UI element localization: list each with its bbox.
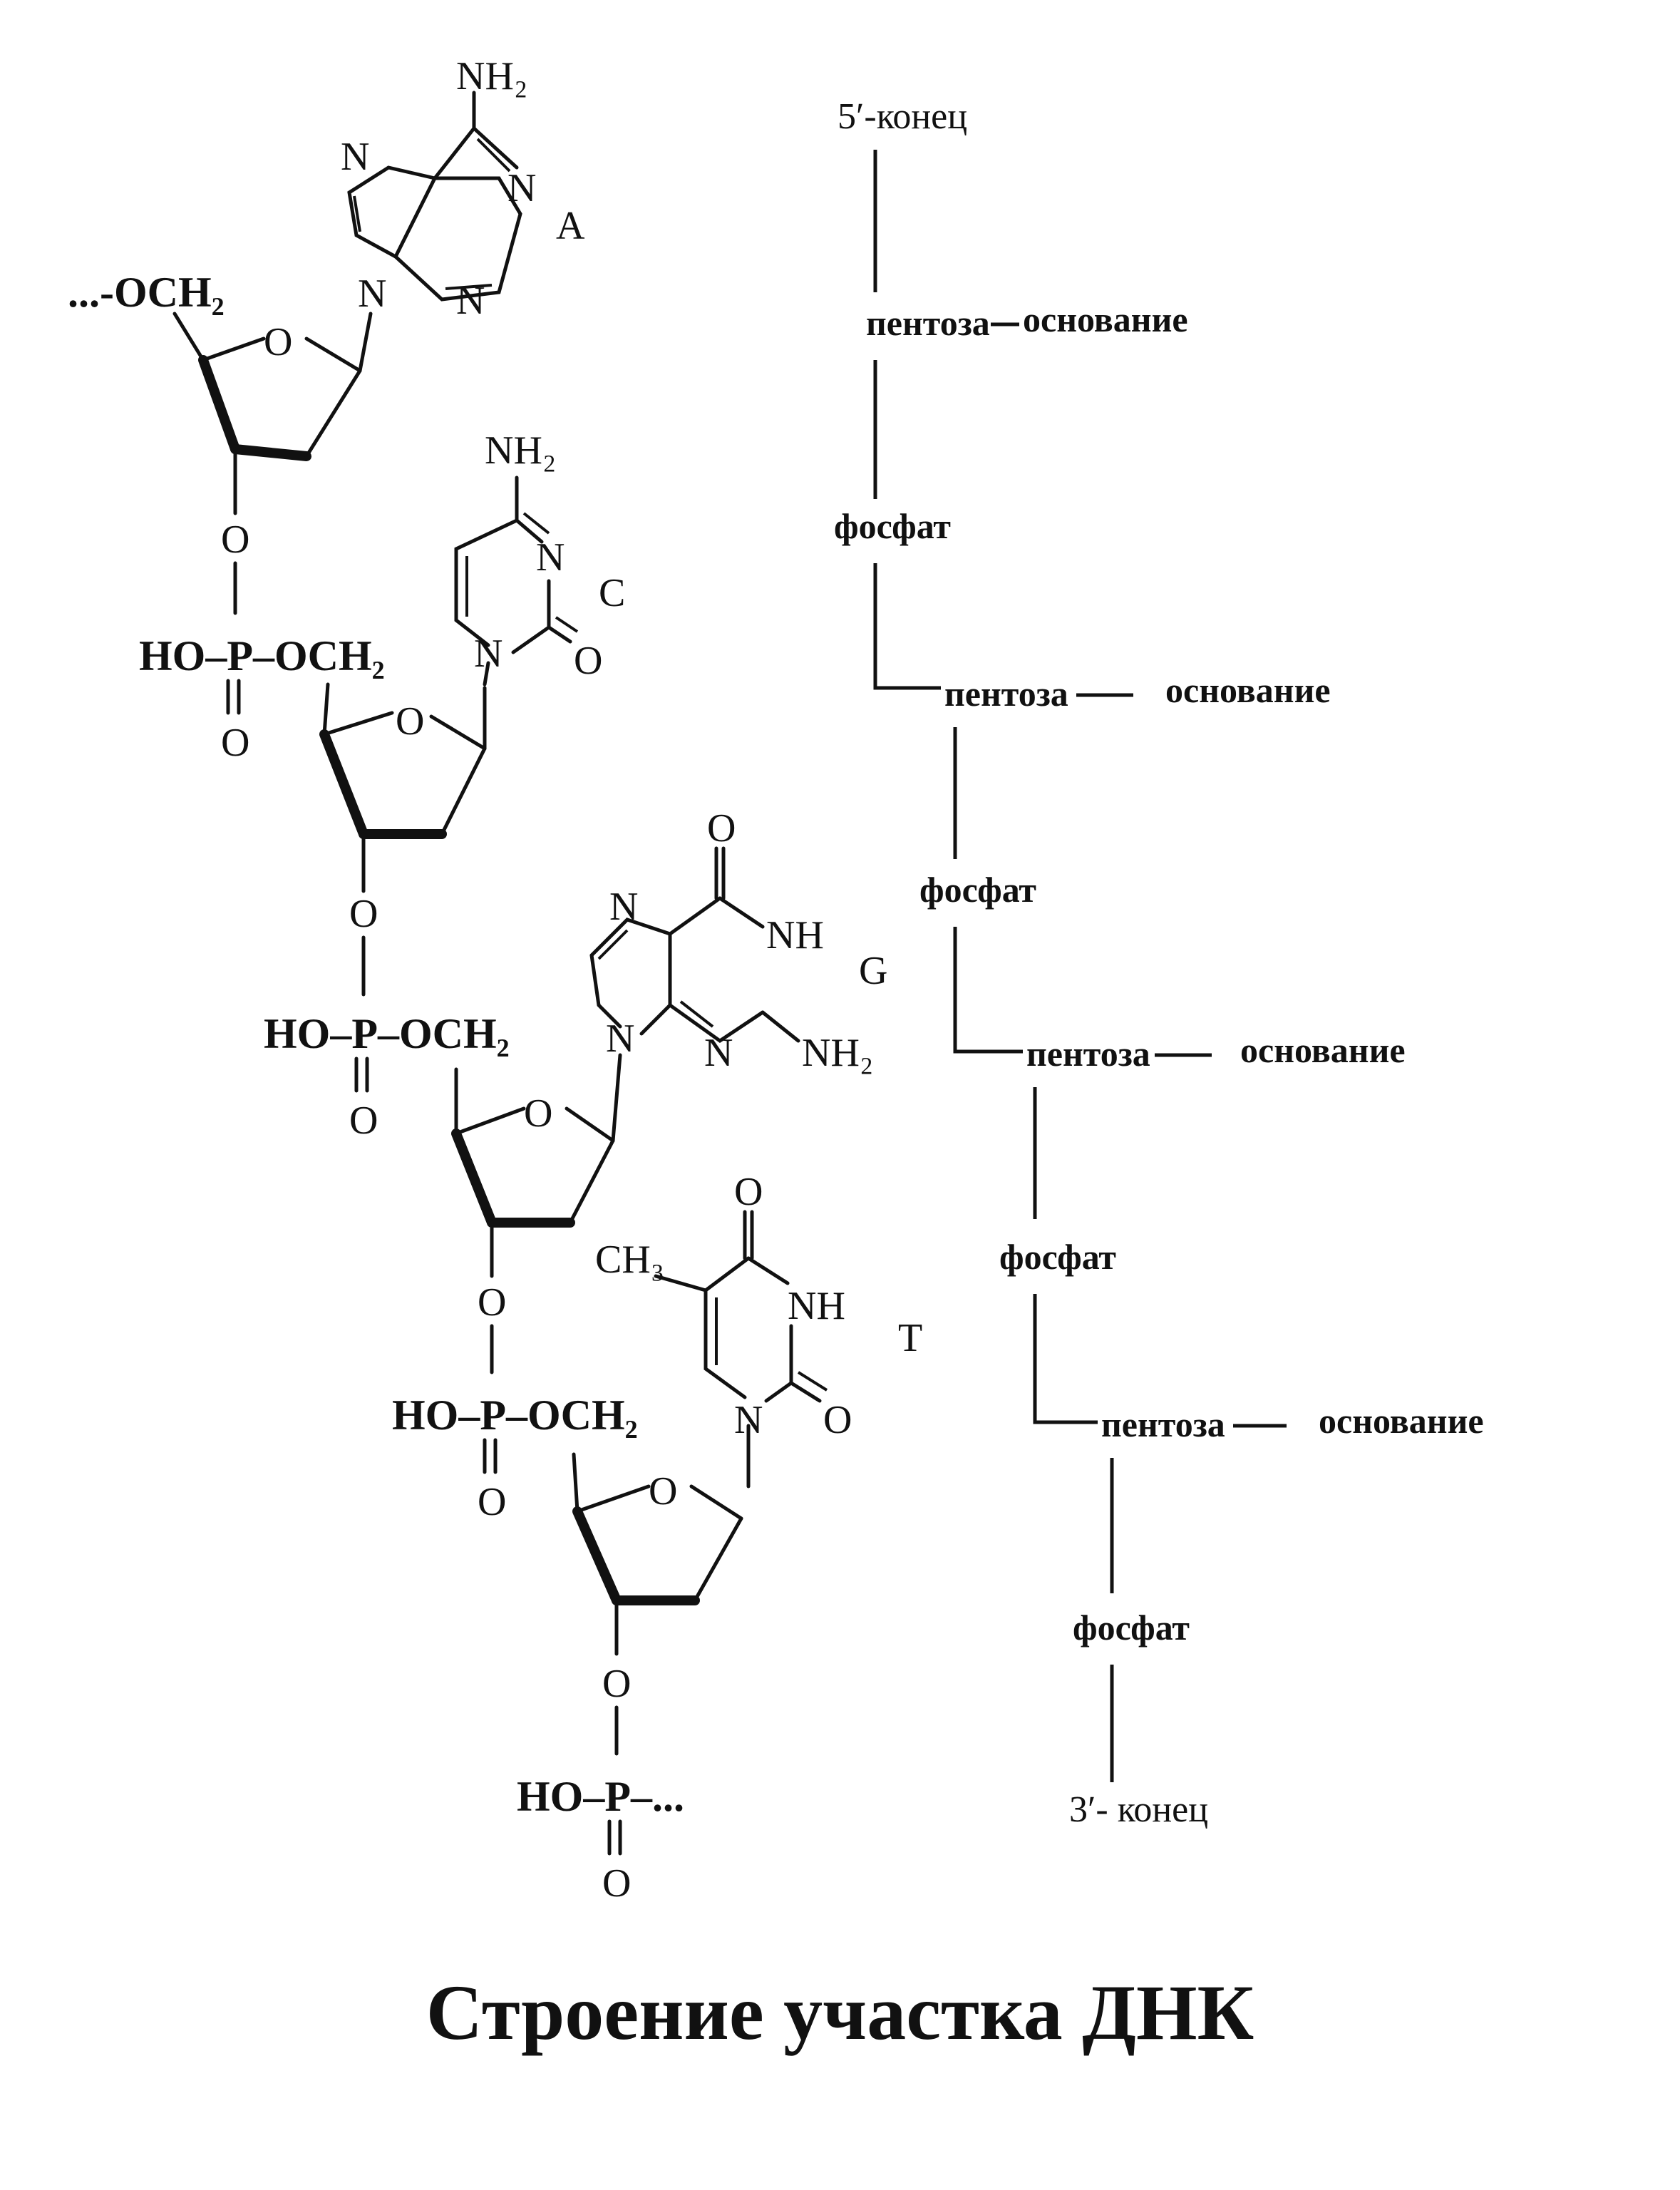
diagram-caption: Строение участка ДНК: [426, 1969, 1254, 2056]
cytosine-amine-label: NH₂: [485, 428, 556, 473]
thymine-letter: T: [898, 1316, 922, 1360]
cytosine-phosphate-double-o: O: [221, 721, 249, 765]
scheme-pentose-3: пентоза: [1026, 1034, 1150, 1074]
cytosine-letter: C: [599, 571, 625, 615]
thymine-carbonyl-top-label: O: [734, 1170, 763, 1214]
guanine-sugar-o-label: O: [524, 1091, 552, 1136]
guanine-letter: G: [859, 949, 887, 993]
scheme-phosphate-3: фосфат: [999, 1237, 1116, 1277]
cytosine-3-o-label: O: [349, 892, 378, 936]
scheme-3-end: 3′- конец: [1069, 1789, 1208, 1830]
guanine-3-o-label: O: [478, 1280, 506, 1325]
cytosine-phosphate-label: HO–P–OCH₂: [139, 632, 385, 679]
scheme-pentose-4: пентоза: [1101, 1404, 1225, 1444]
scheme-5-end: 5′-конец: [838, 96, 967, 137]
cytosine-n3-label: N: [536, 535, 565, 580]
tail-phosphate: HO–P–... O: [517, 1773, 684, 1906]
adenine-3-o-label: O: [221, 518, 249, 562]
cytosine-sugar-o-label: O: [396, 699, 424, 744]
scheme-base-4: основание: [1319, 1401, 1484, 1441]
chain-start-label: ...-OCH₂: [68, 269, 225, 316]
adenine-n1-label: N: [507, 166, 536, 210]
thymine-methyl-label: CH₃: [595, 1238, 664, 1282]
adenine-sugar-o-label: O: [264, 320, 292, 364]
thymine-nh-label: NH: [788, 1284, 845, 1328]
tail-phosphate-label: HO–P–...: [517, 1773, 684, 1820]
guanine-n3-label: N: [704, 1031, 733, 1075]
thymine-phosphate-double-o: O: [478, 1480, 506, 1524]
thymine-n1-label: N: [734, 1398, 763, 1442]
guanine-n7-label: N: [609, 885, 638, 929]
adenine-letter: A: [556, 204, 585, 248]
thymine-ring: [654, 1210, 828, 1489]
scheme-pentose-2: пентоза: [944, 674, 1068, 714]
thymine-carbonyl-right-label: O: [823, 1398, 852, 1442]
thymine-sugar-o-label: O: [649, 1469, 677, 1513]
adenine-amine-label: NH₂: [456, 54, 527, 98]
thymine-3-o-label: O: [602, 1662, 631, 1706]
nucleotide-guanine: O NH NH₂ N N N G HO–P–OCH₂ O O O: [264, 806, 887, 1374]
adenine-ring: [347, 91, 522, 302]
thymine-sugar-ring: [572, 1452, 743, 1656]
block-scheme: 5′-конец пентоза основание фосфат пентоз…: [834, 96, 1484, 1830]
cytosine-carbonyl-label: O: [574, 639, 602, 683]
cytosine-sugar-ring: [319, 682, 487, 893]
scheme-phosphate-2: фосфат: [919, 870, 1036, 910]
adenine-n9-label: N: [358, 272, 386, 316]
guanine-phosphate-double-o: O: [349, 1099, 378, 1143]
scheme-pentose-1: пентоза: [866, 303, 990, 343]
cytosine-ring: [454, 475, 579, 687]
nucleotide-adenine: NH₂ N N N N A O ...-OCH₂ O: [68, 54, 585, 615]
scheme-phosphate-1: фосфат: [834, 506, 951, 546]
adenine-n7-label: N: [341, 135, 369, 179]
guanine-sugar-ring: [451, 1053, 622, 1278]
scheme-base-1: основание: [1023, 299, 1188, 339]
adenine-n3-label: N: [456, 279, 485, 323]
scheme-base-3: основание: [1240, 1030, 1406, 1070]
guanine-nh-label: NH: [766, 913, 824, 957]
guanine-amine-label: NH₂: [802, 1031, 873, 1075]
thymine-phosphate-label: HO–P–OCH₂: [392, 1392, 638, 1439]
guanine-ring: [589, 846, 800, 1044]
tail-double-o: O: [602, 1861, 631, 1906]
nucleotide-thymine: O CH₃ NH N O T HO–P–OCH₂ O O O: [392, 1170, 922, 1756]
guanine-carbonyl-label: O: [707, 806, 736, 850]
cytosine-n1-label: N: [474, 632, 503, 676]
scheme-phosphate-4: фосфат: [1073, 1608, 1190, 1647]
nucleotide-cytosine: NH₂ N N O C HO–P–OCH₂ O O O: [139, 428, 625, 997]
scheme-base-2: основание: [1165, 670, 1331, 710]
adenine-sugar-ring: [172, 312, 373, 515]
guanine-phosphate-label: HO–P–OCH₂: [264, 1010, 510, 1057]
